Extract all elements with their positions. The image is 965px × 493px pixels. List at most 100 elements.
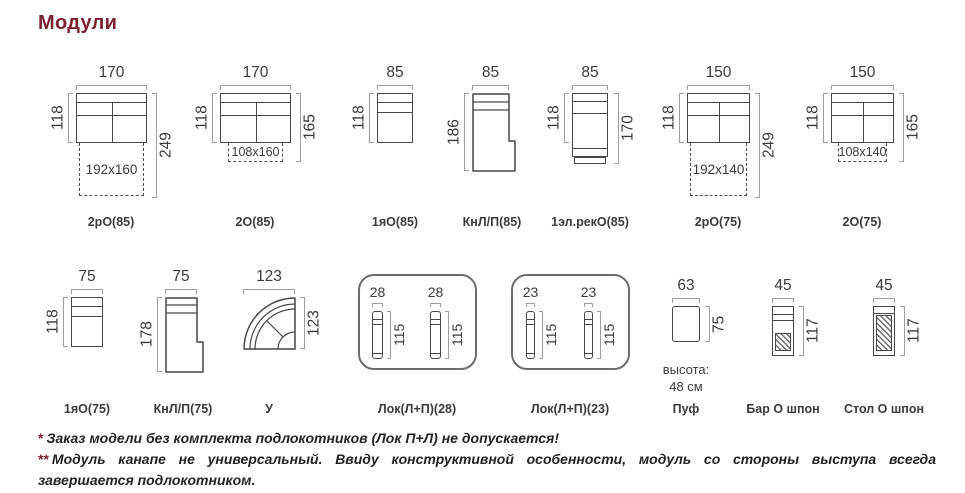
dim-depth: 118 [804,105,822,131]
footnote-text: Модуль канапе не универсальный. Ввиду ко… [38,451,936,488]
dim-bracket-right [614,93,619,164]
dim-bracket-left [679,93,684,143]
sofa-outline [687,93,750,143]
seat-line [378,112,412,113]
footnote-marker: ** [38,451,49,467]
dim-arm-height: 115 [543,323,559,347]
dim-bracket-top [672,298,700,303]
module-group-2ro85: 170 118 192x160 249 2рО(85) [50,64,180,234]
height-note: высота: [662,362,710,377]
shelf-line [773,314,793,315]
module-label: 2рО(75) [694,215,742,229]
footnote-marker: * [38,430,44,446]
dim-arm-height: 115 [449,323,465,347]
dim-bracket-top [873,298,895,303]
bed-area: 108x140 [838,143,887,162]
module-label: 1эл.рекО(85) [551,215,629,229]
dim-bracket-top [472,85,509,90]
module-group-lok28: 28 115 28 115 Лок(Л+П)(28) [358,274,483,419]
dim-depth: 117 [905,318,923,344]
dim-bracket-left [464,93,469,171]
seat-divider-line [255,102,257,142]
dim-bracket-left [823,93,828,143]
module-group-2o75: 150 118 108x140 165 2О(75) [805,64,930,234]
dim-bracket-right [300,297,305,349]
footrest-line [573,148,607,149]
armrest-line [585,353,592,354]
dim-bracket-top [687,85,750,90]
dim-bracket-top [372,303,383,307]
dim-width: 150 [705,64,732,81]
seat-module-outline [377,93,413,143]
recliner-outline [572,93,608,157]
seat-divider-line [862,102,864,142]
seat-module-outline [71,297,103,347]
bar-outline [772,306,794,356]
dim-bracket-top [526,303,535,307]
module-label: КнЛ/П(75) [153,402,213,416]
module-label: 1яО(75) [63,402,111,416]
armrest-line [431,319,440,320]
armrest-right-outline [584,311,593,359]
armrest-line [373,319,382,320]
module-group-kanape75: 75 178 КнЛ/П(75) [139,268,234,418]
dim-bracket-left [157,297,162,372]
canape-outline [472,93,516,172]
footnote-text: Заказ модели без комплекта подлокотников… [46,430,559,446]
module-label: Лок(Л+П)(28) [377,402,457,416]
seat-line [573,113,607,114]
dim-width: 170 [242,64,269,81]
dim-bracket-top [71,289,103,294]
dim-depth: 118 [660,105,678,131]
dim-bracket-top [76,85,147,90]
dim-depth: 118 [193,105,211,131]
canape-outline [165,297,204,373]
footnotes: *Заказ модели без комплекта подлокотнико… [38,428,936,491]
dim-width: 123 [256,268,282,285]
seat-line [72,316,102,317]
footnote-1: *Заказ модели без комплекта подлокотнико… [38,428,936,449]
dim-depth: 118 [49,105,67,131]
dim-bracket-top [430,303,441,307]
dim-bracket-top [584,303,593,307]
armrest-line [431,353,440,354]
module-label: 2О(75) [842,215,882,229]
dim-extended: 165 [904,114,922,141]
dim-bracket-top [572,85,608,90]
dim-bracket-top [377,85,413,90]
armrest-line [585,319,592,320]
dim-width: 85 [581,64,599,81]
backrest-line [573,101,607,102]
dim-width: 85 [481,64,500,81]
page-title: Модули [38,12,118,34]
dim-bracket-right [539,311,543,359]
module-group-kanape85: 85 186 КнЛ/П(85) [446,64,541,234]
armrest-right-outline [430,311,441,359]
armrest-line [431,324,440,325]
dim-arm-width: 28 [369,284,386,300]
dim-bracket-right [152,93,157,198]
armrest-line [527,353,534,354]
dim-depth: 178 [138,321,156,348]
bed-area: 192x140 [690,143,747,196]
sofa-outline [831,93,894,143]
veneer-hatch-area [876,315,892,351]
dim-arm-width: 23 [522,284,539,300]
module-group-corner: 123 123 У [243,268,333,418]
module-label: КнЛ/П(85) [462,215,522,229]
dim-width: 75 [78,268,96,285]
module-group-recliner85: 85 118 170 1эл.рекО(85) [546,64,646,234]
module-group-2o85: 170 118 108x160 165 2О(85) [194,64,324,234]
armrest-left-outline [526,311,535,359]
module-label: 2рО(85) [87,215,135,229]
dim-arm-height: 115 [601,323,617,347]
dim-bracket-top [772,298,794,303]
armrest-line [373,353,382,354]
dim-bracket-right [900,306,905,356]
module-group-1yao85: 85 118 1яО(85) [351,64,441,234]
footrest-outline [574,157,606,164]
module-group-lok23: 23 115 23 115 Лок(Л+П)(23) [511,274,636,419]
footnote-2: **Модуль канапе не универсальный. Ввиду … [38,449,936,491]
dim-depth: 118 [44,309,62,335]
sofa-outline [220,93,291,143]
